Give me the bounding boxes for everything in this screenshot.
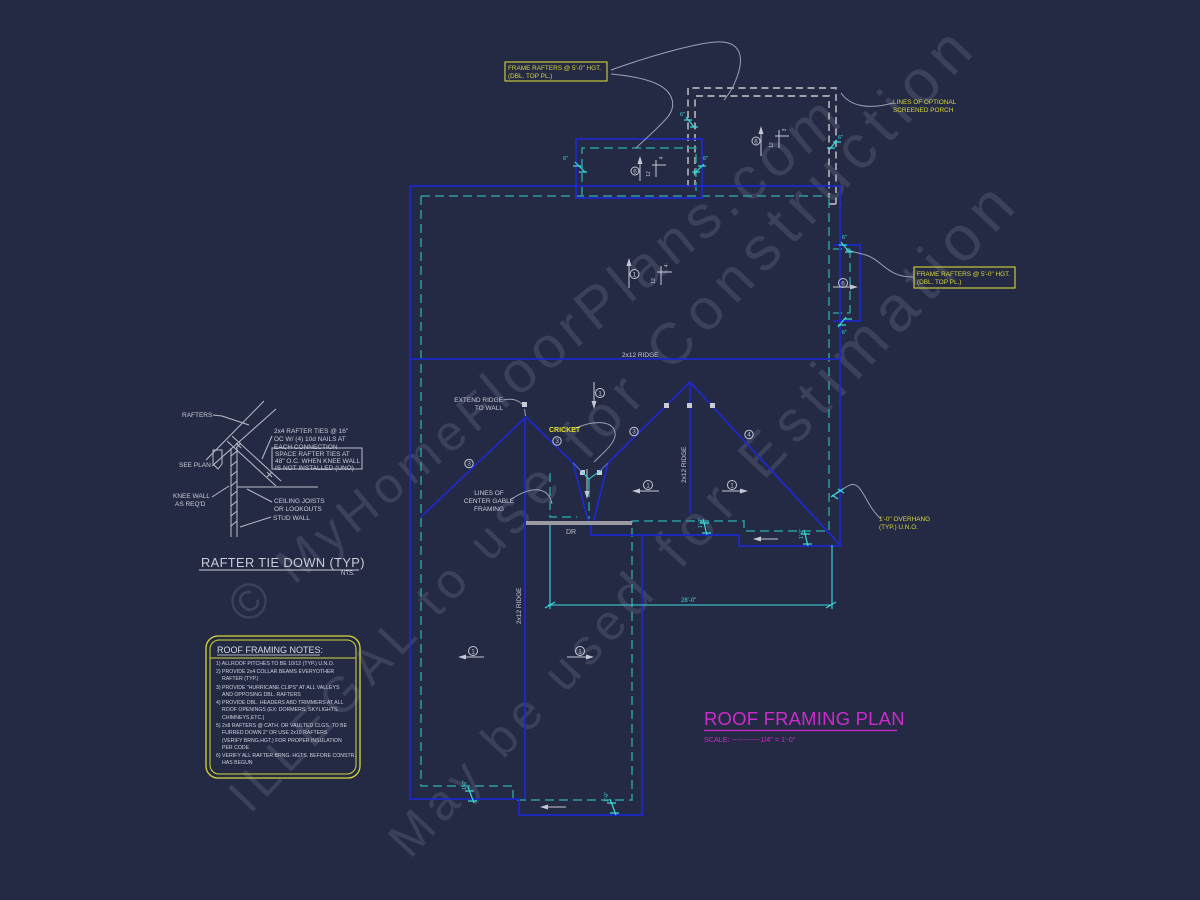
svg-text:6": 6" <box>703 156 708 162</box>
svg-text:4:: 4: <box>664 263 670 267</box>
svg-text:(TYP.) U.N.O.: (TYP.) U.N.O. <box>879 524 918 531</box>
svg-text:ROOF OPENINGS (EX: DORMERS, SK: ROOF OPENINGS (EX: DORMERS, SKYLIGHTS, <box>222 707 339 713</box>
svg-text:FRAME RAFTERS @ 5'-0" HGT.: FRAME RAFTERS @ 5'-0" HGT. <box>508 65 601 72</box>
svg-text:SCALE: ------------1/4" = 1'-0: SCALE: ------------1/4" = 1'-0" <box>704 735 796 744</box>
svg-text:SPACE RAFTER TIES AT: SPACE RAFTER TIES AT <box>275 451 350 458</box>
svg-text:1: 1 <box>646 483 650 490</box>
svg-text:3: 3 <box>782 128 788 131</box>
svg-text:3: 3 <box>555 438 559 445</box>
svg-text:1: 1 <box>633 272 637 279</box>
svg-text:1) ALLROOF PITCHES TO BE 10/1: 1) ALLROOF PITCHES TO BE 10/12 (TYP.) U.… <box>216 661 334 667</box>
svg-text:CHIMNEYS,ETC.): CHIMNEYS,ETC.) <box>222 715 265 721</box>
svg-text:OR LOOKOUTS: OR LOOKOUTS <box>274 506 322 513</box>
svg-text:1'-0" OVERHANG: 1'-0" OVERHANG <box>879 516 930 523</box>
svg-text:RAFTERS: RAFTERS <box>182 412 213 419</box>
svg-text:6": 6" <box>680 112 685 118</box>
svg-text:3) PROVIDE "HURRICANE CLIPS" A: 3) PROVIDE "HURRICANE CLIPS" AT ALL VALL… <box>216 685 340 691</box>
svg-text:1: 1 <box>578 649 582 656</box>
svg-text:TO WALL: TO WALL <box>475 405 504 412</box>
svg-text:3: 3 <box>632 429 636 436</box>
svg-text:1'-0": 1'-0" <box>799 529 805 539</box>
svg-text:6": 6" <box>842 235 847 241</box>
svg-text:12: 12 <box>651 278 657 284</box>
svg-text:48" O.C. WHEN KNEE WALL: 48" O.C. WHEN KNEE WALL <box>275 458 361 465</box>
svg-text:28'-0": 28'-0" <box>681 598 696 604</box>
svg-text:PER CODE: PER CODE <box>222 745 250 751</box>
svg-text:1'-0": 1'-0" <box>462 780 468 790</box>
svg-text:EXTEND RIDGE: EXTEND RIDGE <box>454 397 503 404</box>
svg-text:IS NOT INSTALLED (UNO): IS NOT INSTALLED (UNO) <box>275 465 354 472</box>
svg-text:LINES OF: LINES OF <box>474 490 504 497</box>
svg-text:6: 6 <box>754 139 758 146</box>
svg-text:1'-0": 1'-0" <box>604 792 610 802</box>
svg-text:RAFTER TIE DOWN (TYP): RAFTER TIE DOWN (TYP) <box>201 555 365 570</box>
svg-text:2x4 RAFTER TIES @ 16": 2x4 RAFTER TIES @ 16" <box>274 428 349 435</box>
svg-text:4: 4 <box>747 432 751 439</box>
svg-text:4: 4 <box>659 156 665 159</box>
svg-text:3: 3 <box>467 461 471 468</box>
svg-text:KNEE WALL: KNEE WALL <box>173 493 210 500</box>
svg-text:ROOF FRAMING PLAN: ROOF FRAMING PLAN <box>704 708 905 729</box>
svg-text:EACH CONNECTION: EACH CONNECTION <box>274 444 338 451</box>
svg-text:2x12 RIDGE: 2x12 RIDGE <box>516 587 523 624</box>
svg-text:12: 12 <box>769 142 775 148</box>
svg-text:1: 1 <box>471 649 475 656</box>
svg-text:2) PROVIDE 2x4 COLLAR BEAMS EV: 2) PROVIDE 2x4 COLLAR BEAMS EVERYOTHER <box>216 669 334 675</box>
svg-text:2x12 RIDGE: 2x12 RIDGE <box>622 352 659 359</box>
svg-text:SEE PLAN: SEE PLAN <box>179 462 211 469</box>
svg-text:LINES OF OPTIONAL: LINES OF OPTIONAL <box>893 99 957 106</box>
svg-text:HAS BEGUN: HAS BEGUN <box>222 760 253 766</box>
svg-text:ROOF FRAMING NOTES:: ROOF FRAMING NOTES: <box>217 645 323 655</box>
svg-text:NTS.: NTS. <box>341 571 355 577</box>
svg-text:6": 6" <box>563 156 568 162</box>
svg-text:6": 6" <box>838 135 843 141</box>
svg-text:OC W/ (4) 10d NAILS AT: OC W/ (4) 10d NAILS AT <box>274 436 346 443</box>
svg-text:AND OPPOSING DBL. RAFTERS: AND OPPOSING DBL. RAFTERS <box>222 692 301 698</box>
svg-text:SCREENED PORCH: SCREENED PORCH <box>893 107 954 114</box>
svg-text:12: 12 <box>646 171 652 177</box>
svg-text:CEILING JOISTS: CEILING JOISTS <box>274 498 325 505</box>
svg-text:FRAMING: FRAMING <box>474 506 504 513</box>
svg-text:CRICKET: CRICKET <box>549 427 581 434</box>
svg-text:1: 1 <box>730 483 734 490</box>
svg-text:6": 6" <box>842 330 847 336</box>
svg-text:6) VERIFY ALL RAFTER BRNG. HGT: 6) VERIFY ALL RAFTER BRNG. HGTS. BEFORE … <box>216 753 356 759</box>
svg-text:AS REQ'D: AS REQ'D <box>175 501 206 508</box>
svg-text:5) 2x8 RAFTERS @ CATH. OR VAUL: 5) 2x8 RAFTERS @ CATH. OR VAULTED CLGS. … <box>216 723 348 729</box>
svg-text:FURRED DOWN 2" OR USE 2x10 RAF: FURRED DOWN 2" OR USE 2x10 RAFTERS <box>222 730 328 736</box>
svg-text:1'-0": 1'-0" <box>698 518 704 528</box>
svg-text:(DBL. TOP PL.): (DBL. TOP PL.) <box>508 73 552 80</box>
svg-text:DR: DR <box>566 529 576 536</box>
svg-text:CENTER GABLE: CENTER GABLE <box>464 498 515 505</box>
svg-text:6: 6 <box>633 169 637 176</box>
svg-text:(VERIFY BRNG.HGT.) FOR PROPER: (VERIFY BRNG.HGT.) FOR PROPER INSULATION <box>222 738 342 744</box>
svg-text:2x12 RIDGE: 2x12 RIDGE <box>681 446 688 483</box>
svg-text:STUD WALL: STUD WALL <box>273 515 310 522</box>
svg-text:FRAME RAFTERS @ 5'-0" HGT.: FRAME RAFTERS @ 5'-0" HGT. <box>917 271 1010 278</box>
svg-text:(DBL. TOP PL.): (DBL. TOP PL.) <box>917 279 961 286</box>
svg-text:4) PROVIDE DBL. HEADERS ABD TR: 4) PROVIDE DBL. HEADERS ABD TRIMMERS AT … <box>216 700 344 706</box>
svg-text:1: 1 <box>598 391 602 398</box>
svg-text:RAFTER (TYP.): RAFTER (TYP.) <box>222 676 259 682</box>
svg-text:6: 6 <box>841 281 845 288</box>
